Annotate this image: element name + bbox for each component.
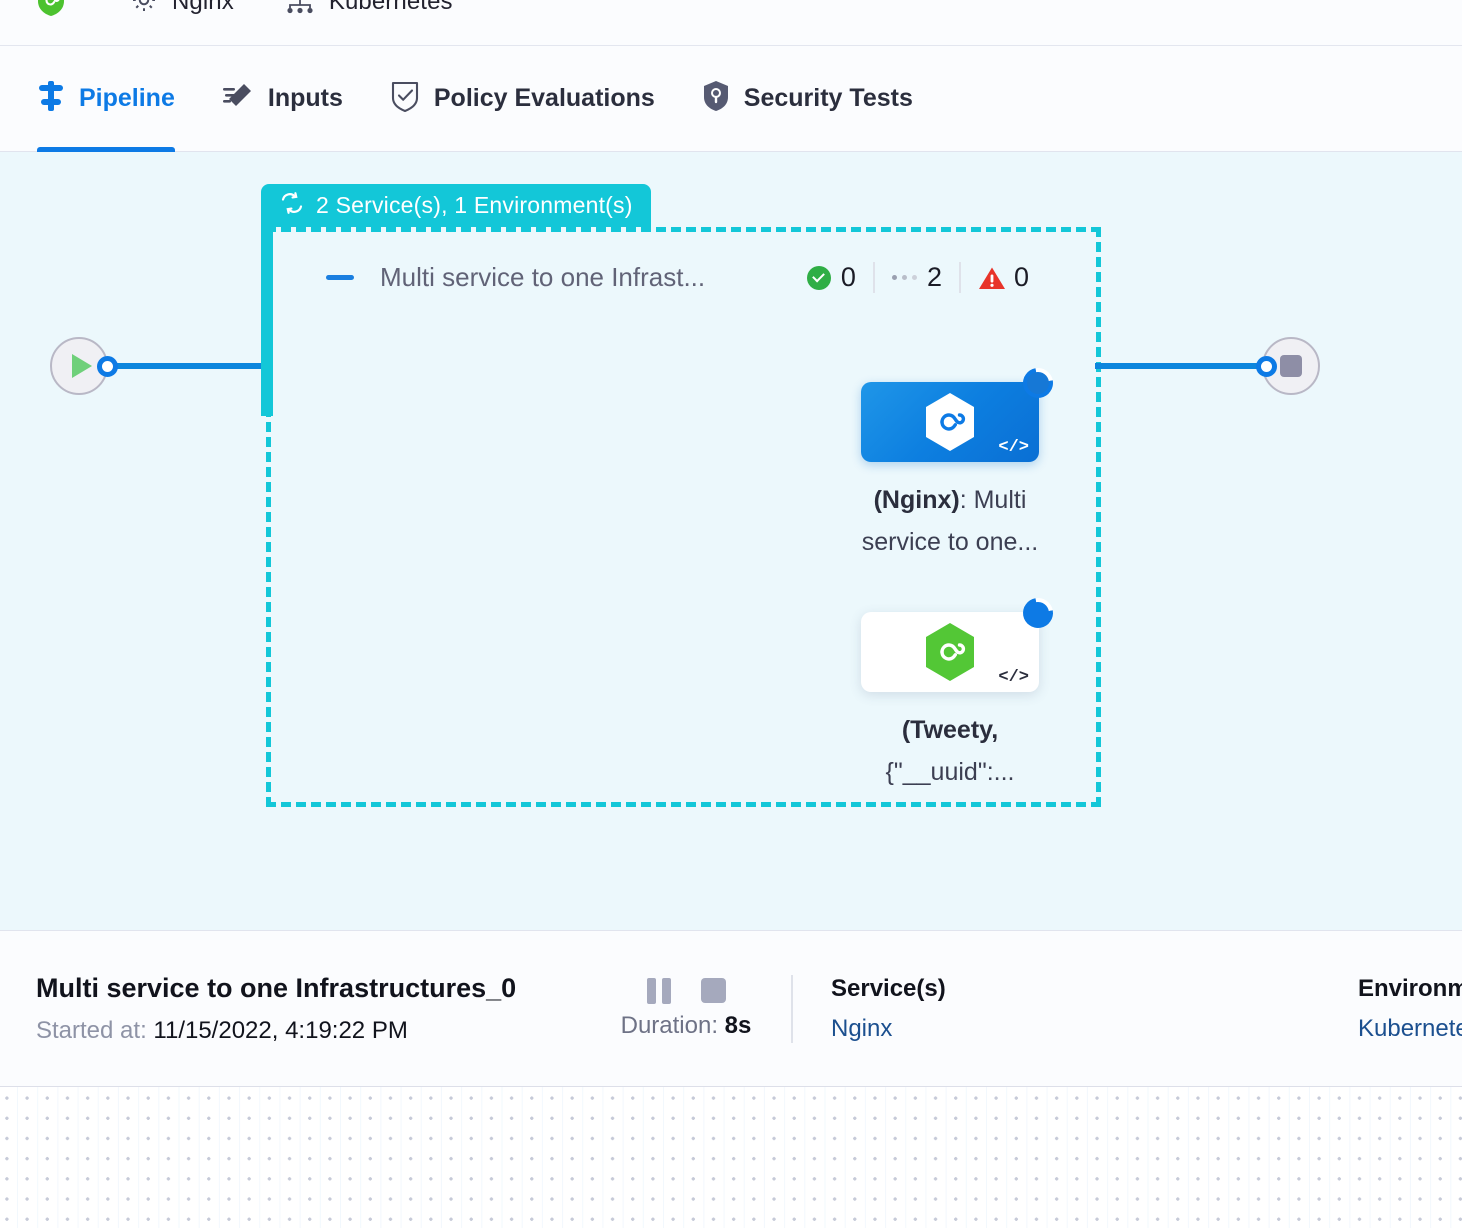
node-nginx-label-rest: : Multi service to one... [861,486,1039,556]
node-nginx-label-bold: (Nginx) [873,486,960,514]
warning-icon [978,266,1005,290]
code-icon[interactable]: </> [998,438,1029,457]
environments-column: Environment(s) Kubernetes [1358,975,1462,1043]
gear-icon [129,0,159,20]
control-buttons [581,977,791,1004]
execution-controls: Duration: 8s [581,977,791,1040]
node-nginx[interactable]: </> (Nginx): Multi service to one... [861,362,1059,563]
stop-icon[interactable] [700,978,726,1003]
status-success-count: 0 [840,262,856,292]
pipeline-canvas[interactable]: 2 Service(s), 1 Environment(s) Multi ser… [0,152,1462,930]
execution-duration-label: Duration: [620,1011,718,1039]
dots-icon [891,275,917,280]
node-nginx-label: (Nginx): Multi service to one... [861,479,1039,563]
execution-started-value: 11/15/2022, 4:19:22 PM [153,1016,408,1044]
services-column: Service(s) Nginx [831,975,946,1043]
tab-bar: Pipeline Inputs Policy Evaluations [0,46,1462,152]
service-group-header-label: 2 Service(s), 1 Environment(s) [316,192,633,218]
breadcrumb: Nginx Kubernetes [0,0,1462,46]
status-running-count: 2 [926,262,942,292]
execution-started-label: Started at: [36,1016,147,1044]
tab-inputs[interactable]: Inputs [222,46,343,152]
tab-security-tests[interactable]: Security Tests [702,46,913,152]
service-group-boundary [266,227,1101,807]
service-hex-icon [922,621,978,683]
tab-pipeline[interactable]: Pipeline [37,46,175,152]
services-link[interactable]: Nginx [831,1014,893,1042]
node-tweety[interactable]: </> (Tweety, {"__uuid":... [861,592,1059,793]
breadcrumb-item-shield[interactable] [36,0,79,16]
breadcrumb-item-nginx[interactable]: Nginx [129,0,234,16]
services-heading: Service(s) [831,974,946,1002]
execution-summary: Multi service to one Infrastructures_0 S… [36,973,581,1045]
policy-icon [390,80,420,118]
pause-icon[interactable] [646,977,671,1004]
check-circle-icon [806,265,831,290]
service-group-header[interactable]: 2 Service(s), 1 Environment(s) [261,184,651,227]
node-nginx-card[interactable]: </> [861,362,1059,462]
environments-link[interactable]: Kubernetes [1357,1014,1462,1042]
infrastructure-icon [284,0,316,20]
execution-detail-panel: Multi service to one Infrastructures_0 S… [0,930,1462,1087]
service-group-title: Multi service to one Infrast... [380,262,706,292]
service-hex-icon [922,391,978,453]
status-failed-count: 0 [1013,262,1029,292]
execution-duration-value: 8s [724,1011,752,1039]
service-group-left-bar [261,224,273,416]
code-icon[interactable]: </> [998,668,1029,687]
edge-group-to-end [1095,363,1263,369]
inputs-icon [222,81,254,116]
pipeline-icon [37,80,65,117]
execution-title: Multi service to one Infrastructures_0 [36,972,517,1003]
environments-heading: Environment(s) [1357,974,1462,1002]
execution-duration: Duration: 8s [581,1012,791,1040]
status-summary: 0 2 0 [806,262,1046,293]
canvas-dot-grid [0,1087,1462,1228]
loop-icon [279,190,305,221]
node-tweety-label-rest: {"__uuid":... [885,758,1015,786]
tab-security-tests-label: Security Tests [743,84,913,112]
security-icon [702,80,730,117]
tab-policy-evaluations[interactable]: Policy Evaluations [390,46,655,152]
edge-start-to-group [108,363,263,369]
node-tweety-card[interactable]: </> [861,592,1059,692]
status-badge-running: 2 [872,262,959,293]
divider [791,974,793,1043]
tab-policy-evaluations-label: Policy Evaluations [433,84,655,112]
node-tweety-label: (Tweety, {"__uuid":... [861,709,1039,793]
node-tweety-label-bold: (Tweety, [901,716,999,744]
execution-started: Started at: 11/15/2022, 4:19:22 PM [36,1017,581,1045]
end-node-port[interactable] [1256,356,1277,377]
stop-icon [1280,355,1302,377]
play-icon [71,354,92,378]
tab-inputs-label: Inputs [267,84,343,112]
tab-pipeline-label: Pipeline [79,84,175,112]
status-badge-success: 0 [806,262,873,293]
shield-hex-green-icon [36,0,66,22]
breadcrumb-item-kubernetes[interactable]: Kubernetes [284,0,453,16]
service-group-title-row: Multi service to one Infrast... 0 2 [326,262,1046,293]
collapse-dash-icon[interactable] [326,275,354,280]
breadcrumb-item-label: Kubernetes [328,0,453,15]
start-node-port[interactable] [97,356,118,377]
divider [0,45,1462,46]
status-badge-failed: 0 [958,262,1046,293]
breadcrumb-item-label: Nginx [172,0,234,15]
